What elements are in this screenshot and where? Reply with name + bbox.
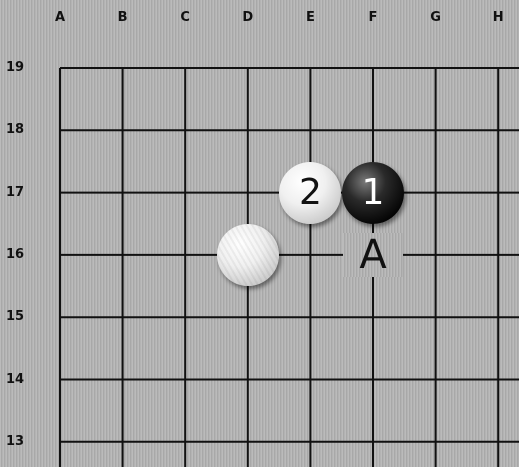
- column-label-e: E: [300, 10, 320, 25]
- stone-label: 2: [299, 172, 322, 213]
- row-label-17: 17: [6, 185, 24, 200]
- column-label-c: C: [175, 10, 195, 25]
- row-label-14: 14: [6, 372, 24, 387]
- stone-label: 1: [362, 172, 385, 213]
- column-label-f: F: [363, 10, 383, 25]
- board-marker-a[interactable]: A: [343, 233, 403, 277]
- column-label-b: B: [113, 10, 133, 25]
- column-label-d: D: [238, 10, 258, 25]
- row-label-13: 13: [6, 434, 24, 449]
- white-stone[interactable]: [217, 224, 279, 286]
- row-label-19: 19: [6, 60, 24, 75]
- row-label-16: 16: [6, 247, 24, 262]
- column-label-g: G: [426, 10, 446, 25]
- column-label-h: H: [488, 10, 508, 25]
- row-label-15: 15: [6, 309, 24, 324]
- row-label-18: 18: [6, 122, 24, 137]
- marker-label: A: [359, 232, 386, 278]
- white-stone-move-2[interactable]: 2: [279, 162, 341, 224]
- column-label-a: A: [50, 10, 70, 25]
- black-stone-move-1[interactable]: 1: [342, 162, 404, 224]
